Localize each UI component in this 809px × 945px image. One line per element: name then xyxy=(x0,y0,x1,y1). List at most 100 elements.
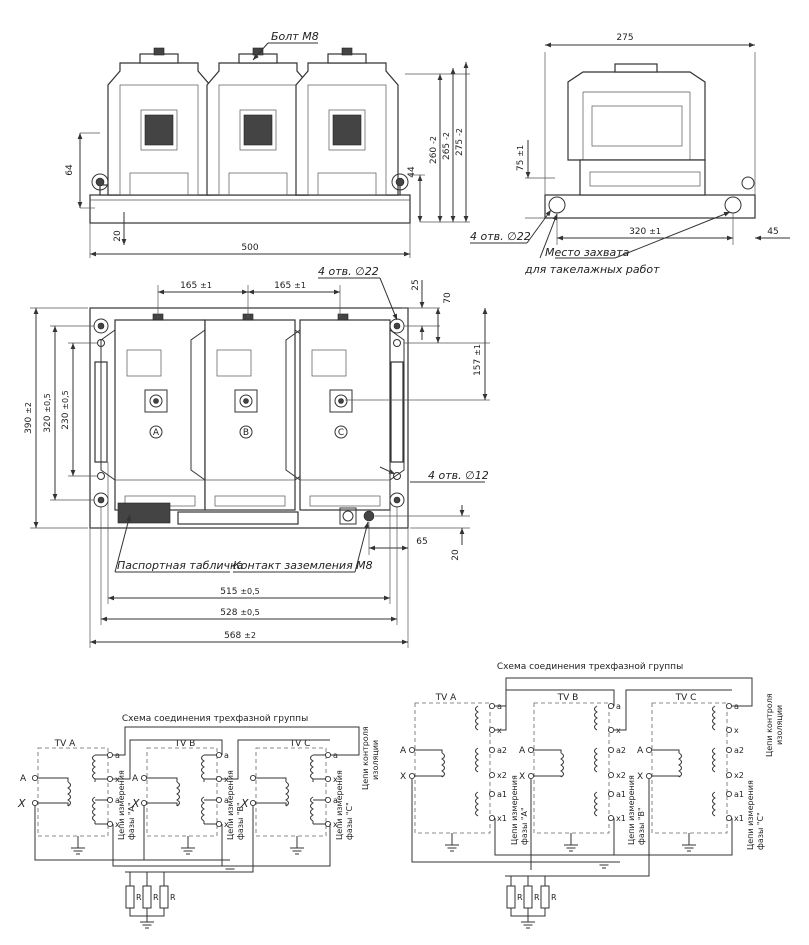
sr-r1: R xyxy=(517,893,523,902)
sr-resistor-1 xyxy=(506,885,516,909)
sr-c-a2: a2 xyxy=(734,746,744,755)
svg-text:157 ±1: 157 ±1 xyxy=(473,344,483,376)
svg-text:515 ±0,5: 515 ±0,5 xyxy=(220,587,260,597)
nameplate xyxy=(117,502,171,524)
sl-term-A: A xyxy=(20,774,27,784)
sr-r2: R xyxy=(534,893,540,902)
plan-dim-230: 230 xyxy=(61,412,71,429)
sr-term-X-b: X xyxy=(519,772,525,782)
plan-tv-a xyxy=(100,313,220,511)
sl-resistor-3 xyxy=(159,885,169,909)
phase-a-label: A xyxy=(153,428,160,438)
sr-a-x1: x1 xyxy=(497,814,507,823)
sl-meas-a-1: Цепи измерения xyxy=(117,770,126,840)
sr-a-a1: a1 xyxy=(497,790,507,799)
svg-text:230 ±0,5: 230 ±0,5 xyxy=(61,390,71,430)
svg-text:165 ±1: 165 ±1 xyxy=(180,281,212,291)
sl-term-X: X xyxy=(17,797,26,810)
svg-text:320 ±0,5: 320 ±0,5 xyxy=(43,393,53,433)
scheme-right-tv-a: TV A xyxy=(435,693,458,703)
sr-term-X: X xyxy=(400,772,406,782)
front-dim-265-tol: -2 xyxy=(442,132,451,140)
sl-meas-b-2: фазы "В" xyxy=(236,802,245,840)
side-dim-75: 75 xyxy=(516,160,526,171)
front-base-frame xyxy=(89,194,411,224)
sl-term-X-b: X xyxy=(131,797,140,810)
sl-meas-a-2: фазы "А" xyxy=(127,802,136,840)
plan-dim-515: 515 xyxy=(220,587,237,597)
sr-term-A: A xyxy=(400,746,407,756)
sl-term-A-b: A xyxy=(132,774,139,784)
plan-dim-230-tol: ±0,5 xyxy=(61,390,70,409)
sr-resistor-2 xyxy=(523,885,533,909)
sr-meas-c-2: фазы "С" xyxy=(756,812,765,850)
sl-r3: R xyxy=(170,893,176,902)
plan-dim-157-tol: ±1 xyxy=(473,344,482,356)
sr-c-a1: a1 xyxy=(734,790,744,799)
front-tv-b xyxy=(206,47,310,196)
scheme-right-tv-c-box xyxy=(651,702,728,834)
sl-c-x: x xyxy=(333,820,338,829)
plan-holes22-label: 4 отв. ∅22 xyxy=(318,265,379,278)
plan-holes12-label: 4 отв. ∅12 xyxy=(428,469,489,482)
front-tv-a xyxy=(107,47,211,196)
sr-meas-b-1: Цепи измерения xyxy=(627,775,636,845)
svg-text:275 -2: 275 -2 xyxy=(455,128,465,156)
sr-a-x2: x2 xyxy=(497,771,507,780)
plan-dim-390-tol: ±2 xyxy=(24,402,33,414)
sl-r1: R xyxy=(136,893,142,902)
front-dim-64: 64 xyxy=(65,164,75,176)
side-view: 275 75 ±1 320 ±1 45 4 отв. ∅22 Место зах… xyxy=(470,33,790,276)
sr-meas-b-2: фазы "В" xyxy=(637,807,646,845)
sr-b-x2: x2 xyxy=(616,771,626,780)
front-hoisting-rings xyxy=(91,173,409,191)
sr-ctrl-2: изоляции xyxy=(775,705,784,745)
scheme-right-tv-b: TV B xyxy=(557,693,579,703)
nameplate-label: Паспортная табличка xyxy=(117,559,244,572)
front-dim-275-tol: -2 xyxy=(455,128,464,136)
ground-contact xyxy=(363,510,375,522)
sl-c-xD: x xyxy=(333,775,338,784)
front-tv-c xyxy=(295,47,399,196)
sl-term-X-c: X xyxy=(240,797,249,810)
scheme-left-tv-c: TV C xyxy=(289,739,311,749)
sr-b-a2: a2 xyxy=(616,746,626,755)
front-dim-260: 260 xyxy=(429,147,439,164)
svg-text:260 -2: 260 -2 xyxy=(429,136,439,164)
sr-r3: R xyxy=(551,893,557,902)
plan-dim-157: 157 xyxy=(473,359,483,376)
sl-meas-c-2: фазы "С" xyxy=(345,802,354,840)
sr-term-A-b: A xyxy=(519,746,526,756)
plan-dim-320: 320 xyxy=(43,415,53,432)
scheme-right-title: Схема соединения трехфазной группы xyxy=(497,662,683,672)
plan-dim-165b-tol: ±1 xyxy=(294,281,306,290)
lift-label-line2: для такелажных работ xyxy=(524,263,660,276)
plan-tv-b xyxy=(190,313,310,511)
svg-text:528 ±0,5: 528 ±0,5 xyxy=(220,608,260,618)
front-dim-500: 500 xyxy=(241,243,258,253)
sr-c-xD: x xyxy=(734,726,739,735)
sr-meas-a-1: Цепи измерения xyxy=(510,775,519,845)
front-view: 64 20 44 260 -2 265 -2 275 -2 500 Болт М… xyxy=(65,30,470,258)
sr-b-aD: a xyxy=(616,702,621,711)
plan-dim-165b: 165 xyxy=(274,281,291,291)
svg-text:265 -2: 265 -2 xyxy=(442,132,452,160)
plan-dim-25: 25 xyxy=(411,279,421,290)
plan-bottom-bar xyxy=(177,511,299,525)
sr-term-X-c: X xyxy=(637,772,643,782)
scheme-right-tv-a-box xyxy=(414,702,491,834)
sr-resistor-3 xyxy=(540,885,550,909)
plan-dim-528: 528 xyxy=(220,608,237,618)
side-dim-320-tol: ±1 xyxy=(649,227,661,236)
front-dim-20: 20 xyxy=(113,230,123,242)
plan-dim-568: 568 xyxy=(224,631,241,641)
svg-text:568 ±2: 568 ±2 xyxy=(224,631,256,641)
scheme-left-tv-a-box xyxy=(37,747,109,837)
side-dim-45: 45 xyxy=(767,227,778,237)
plan-dim-65: 65 xyxy=(416,537,427,547)
plan-dim-568-tol: ±2 xyxy=(244,631,256,640)
phase-c-label: C xyxy=(338,428,344,438)
scheme-right-tv-b-box xyxy=(533,702,610,834)
scheme-right-tv-c: TV C xyxy=(675,693,697,703)
scheme-left: Схема соединения трехфазной группы TV A … xyxy=(17,714,380,929)
